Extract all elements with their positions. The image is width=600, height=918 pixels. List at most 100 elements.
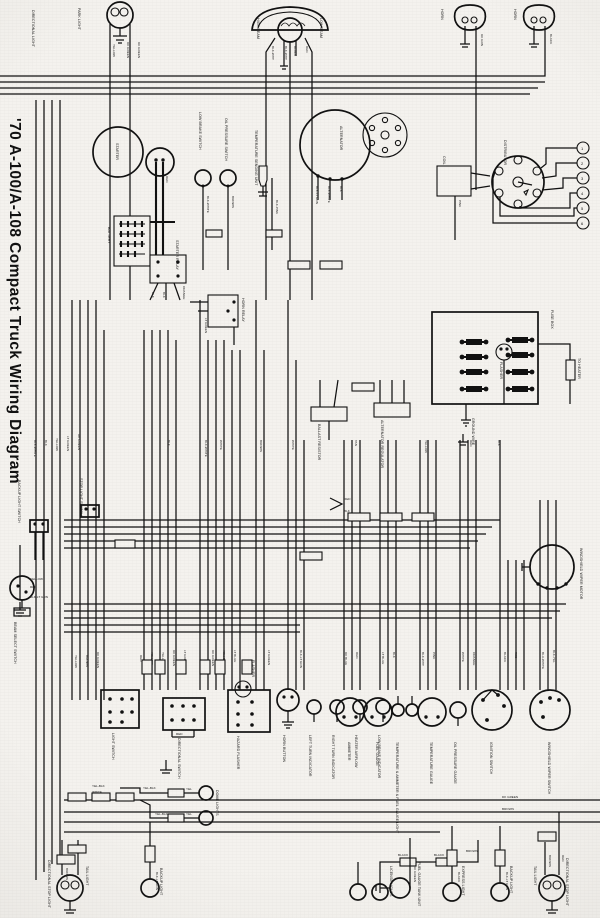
wire-label-eng-4: ORANGE	[182, 286, 186, 299]
starter[interactable]	[92, 126, 144, 178]
wire-label-bs-3: BLK-LT GRN	[30, 595, 48, 599]
distributor[interactable]	[491, 155, 545, 209]
beam-select-switch[interactable]	[9, 575, 35, 617]
dome-light-1[interactable]	[120, 785, 214, 801]
starter-solenoid[interactable]	[145, 147, 175, 258]
fuse-item	[505, 386, 535, 392]
wire-label-eng-6: BLK-LT GRN	[315, 186, 319, 204]
wire-label-eng-10: BLK-WHITE	[206, 196, 210, 213]
wire-label-rear-3: YEL-BLK	[143, 786, 157, 790]
wire-label-dash-17: BLK	[392, 652, 396, 659]
hazard-flasher[interactable]	[227, 680, 271, 733]
windshield-wiper-switch[interactable]	[529, 689, 571, 731]
express-light[interactable]	[442, 826, 462, 902]
temperature-gauge[interactable]	[417, 697, 447, 727]
wire-label-dash-1: YELLOW	[74, 655, 78, 668]
rear-backup-light-left[interactable]	[140, 822, 160, 898]
label-fuel-gauge-tank-unit: FUEL GAUGE TANK UNIT	[417, 862, 421, 907]
plug-terminal-2[interactable]: 2	[541, 156, 590, 179]
battery[interactable]	[113, 215, 175, 267]
wire-label-rear-1: YEL-BLK	[92, 784, 106, 788]
label-ground-wire: GROUND WIRE	[471, 418, 475, 446]
page-title: '70 A-100/A-108 Compact Truck Wiring Dia…	[6, 118, 23, 484]
front-left-lamp-group: DIRECTIONAL LIGHT PARK LIGHT YELLOW DK G…	[31, 1, 487, 300]
plug-terminal-1[interactable]: 1	[540, 141, 590, 169]
fuse-item	[459, 369, 489, 375]
oil-pressure-gauge[interactable]	[449, 701, 467, 726]
wire-label-rear-18: RED	[561, 855, 565, 862]
backup-light-switch[interactable]	[29, 519, 49, 560]
left-turn-indicator[interactable]	[306, 699, 322, 722]
plug-terminal-6[interactable]: 6	[492, 171, 590, 230]
temperature-sending-unit[interactable]	[258, 165, 273, 250]
lamp-headlight-left[interactable]	[251, 6, 329, 300]
label-express-light: EXPRESS LIGHT	[461, 866, 465, 896]
wire-label-dash-18: BLK-WHT	[421, 652, 425, 666]
license-lights[interactable]	[349, 840, 479, 901]
plug-number-2: 2	[581, 161, 584, 166]
wire-label-lc-7: BLK-WHITE	[204, 440, 208, 457]
to-heater-connector[interactable]	[538, 343, 576, 404]
wire-label-dash-2: BROWN	[85, 655, 89, 667]
flasher[interactable]	[495, 343, 513, 404]
ballast-resistor[interactable]	[310, 379, 348, 440]
light-switch[interactable]	[100, 689, 140, 729]
fuel-gauge-tank-unit[interactable]	[375, 838, 411, 899]
horn-right[interactable]	[0, 4, 556, 77]
fuse-item	[459, 386, 489, 392]
label-to-heater: TO HEATER	[577, 358, 581, 379]
starter-relay[interactable]	[149, 254, 187, 301]
label-dome-lights: DOME LIGHTS	[215, 790, 219, 816]
alternator[interactable]	[299, 109, 371, 200]
ammeter[interactable]	[335, 697, 365, 727]
alternator-pulley	[362, 112, 408, 158]
engine-bay-group: STARTER RED	[92, 109, 590, 469]
wire-label-dash-16: LT BLUE	[381, 652, 385, 664]
wire-label-bs-1: YELLOW	[30, 577, 43, 581]
wire-label-fl-5: BLK-WHT	[284, 46, 288, 60]
stop-light-switch[interactable]	[80, 504, 100, 518]
wire-label-dash-22: BLACK	[503, 652, 507, 663]
ignition-switch[interactable]	[471, 689, 513, 731]
rear-directional-stop-light-right[interactable]	[537, 812, 566, 914]
chassis-grounds	[14, 434, 468, 774]
fuse-box[interactable]	[431, 311, 539, 405]
connector-splices	[67, 229, 435, 854]
rear-backup-light-right[interactable]	[490, 826, 510, 902]
ignition-coil[interactable]	[436, 165, 491, 240]
label-alternator-regulator: ALTERNATOR REGULATOR	[380, 420, 384, 469]
wire-label-dash-3: DK GREEN	[96, 652, 100, 668]
wire-label-dash-20: WHITE	[461, 652, 465, 662]
label-low-brake-indicator: LOW BRAKE INDICATOR	[377, 735, 381, 779]
wire-label-eng-5: LT GREEN	[204, 318, 208, 333]
wire-label-rear-9: BLACK	[398, 853, 409, 857]
wire-label-rear-10: BLACK	[434, 853, 445, 857]
wire-label-dash-6: YELLOW	[161, 652, 165, 665]
wire-label-eng-11: BLK-PINK	[275, 200, 279, 215]
dome-light-2[interactable]	[139, 799, 214, 826]
plug-terminal-5[interactable]: 5	[499, 197, 590, 217]
plug-number-4: 4	[581, 191, 584, 196]
plug-terminal-4[interactable]: 4	[519, 186, 590, 209]
oil-pressure-switch[interactable]	[219, 169, 237, 270]
windshield-wiper-motor[interactable]	[521, 544, 575, 590]
wire-label-dash-13: BLK-LT GRN	[299, 650, 303, 668]
wire-label-dash-23: RED	[514, 652, 518, 659]
wire-label-rear-17: BROWN	[548, 855, 552, 867]
low-brake-switch[interactable]	[194, 169, 212, 270]
label-coil: COIL	[442, 156, 446, 165]
horn-relay[interactable]	[190, 294, 239, 345]
dash-cluster-group: LIGHT SWITCH DIRECTIONAL SWITCH RED	[100, 660, 571, 834]
horn-left[interactable]	[453, 4, 487, 190]
wire-label-fl-4: BLK-WHT	[271, 46, 275, 60]
horn-button[interactable]	[276, 688, 300, 729]
spark-plug-terminals: 1 2 3 4	[492, 141, 590, 230]
alternator-regulator[interactable]	[373, 380, 411, 418]
page-title-container: '70 A-100/A-108 Compact Truck Wiring Dia…	[2, 118, 28, 588]
cluster-illumination-lamps[interactable]	[391, 696, 419, 717]
label-heater-airflow: HEATER AIRFLOW	[354, 735, 358, 768]
left-column-wire-labels: BLK-WHITE BLK YELLOW LT GREEN DK GREEN B…	[33, 434, 501, 457]
wire-label-fl-3: DK GREEN	[137, 42, 141, 58]
directional-switch[interactable]	[162, 697, 206, 738]
plug-terminal-3[interactable]: 3	[541, 171, 590, 191]
